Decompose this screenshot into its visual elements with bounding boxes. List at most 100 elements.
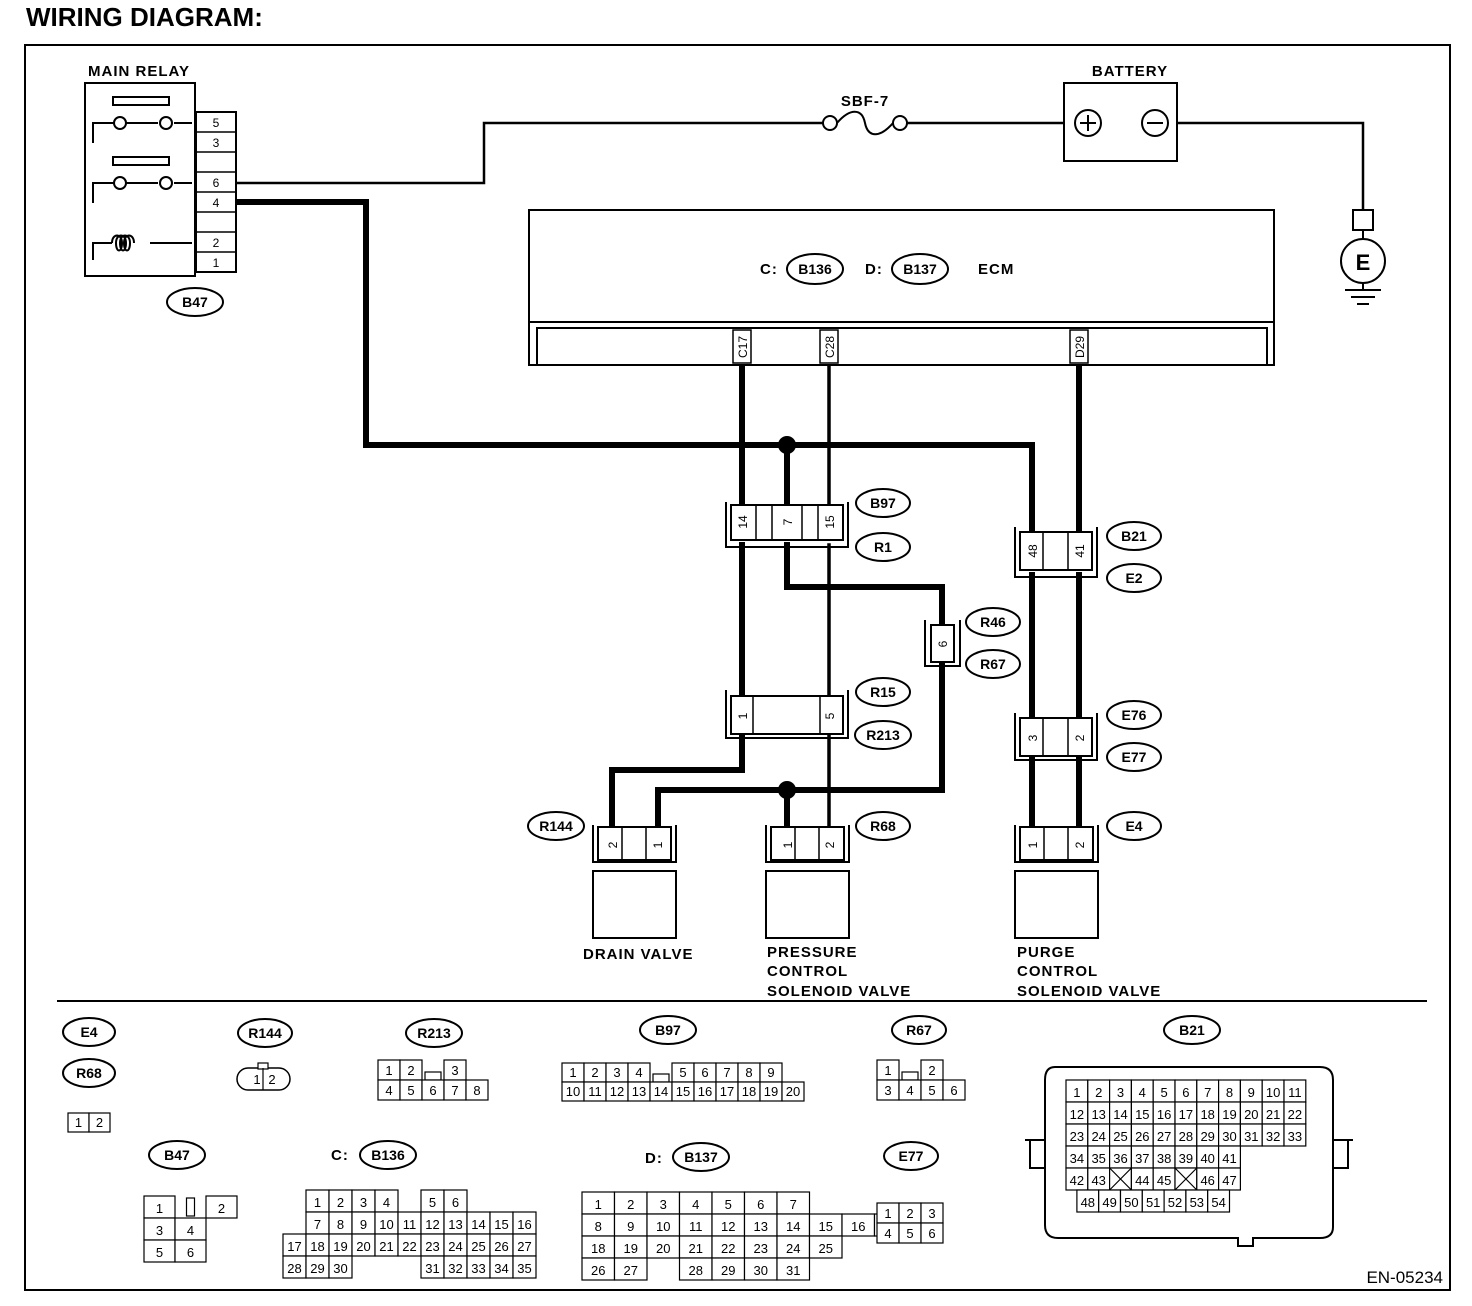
pin-cell-text: 47 xyxy=(1222,1173,1236,1188)
connector-r46-r67: 6 R46 R67 xyxy=(924,607,1021,679)
document-reference: EN-05234 xyxy=(1366,1268,1443,1287)
legend-connector-id: B137 xyxy=(684,1149,718,1165)
wire-r15-1-to-drain-2 xyxy=(609,732,745,833)
ecm-pin-label: D29 xyxy=(1073,336,1087,358)
pin-cell-text: 13 xyxy=(448,1217,462,1232)
drain-valve-body xyxy=(592,870,677,939)
relay-pin-label: 1 xyxy=(213,256,220,270)
connector-id: R144 xyxy=(539,818,573,834)
pin-cell-text: 26 xyxy=(494,1239,508,1254)
pin-cell-text: 29 xyxy=(721,1263,735,1278)
pin-cell-text: 5 xyxy=(906,1226,913,1241)
pin-cell-text: 24 xyxy=(448,1239,462,1254)
legend-connector-id: B136 xyxy=(371,1147,405,1163)
junction-dot-valves xyxy=(778,781,796,799)
pin-cell-text: 27 xyxy=(624,1263,638,1278)
pin-cell-text: 35 xyxy=(1091,1151,1105,1166)
ecm-pin-label: C28 xyxy=(823,336,837,358)
pin-cell-text: 12 xyxy=(425,1217,439,1232)
pin-cell-text: 22 xyxy=(1288,1107,1302,1122)
pin-cell-text: 5 xyxy=(1160,1085,1167,1100)
pin-cell-text: 2 xyxy=(906,1206,913,1221)
junction-dot-bus xyxy=(778,436,796,454)
pin-cell-text: 3 xyxy=(156,1223,163,1238)
pin-cell-text: 21 xyxy=(689,1241,703,1256)
pin-cell-text: 15 xyxy=(1135,1107,1149,1122)
pin-cell-text: 5 xyxy=(429,1195,436,1210)
pin-cell-text: 8 xyxy=(337,1217,344,1232)
pin-cell-text: 2 xyxy=(591,1065,598,1080)
wire-b97-7-to-r46 xyxy=(784,542,945,628)
pin-cell-text: 5 xyxy=(679,1065,686,1080)
wire-relay6-to-fuse xyxy=(235,121,828,185)
main-relay-label: MAIN RELAY xyxy=(88,63,190,80)
ecm-d-prefix: D: xyxy=(865,261,883,278)
pin-cell-text: 31 xyxy=(1244,1129,1258,1144)
pin-cell-text: 30 xyxy=(1222,1129,1236,1144)
connector-pin-label: 2 xyxy=(606,841,620,848)
pin-cell xyxy=(1283,1123,1307,1147)
pin-cell-text: 8 xyxy=(595,1219,602,1234)
battery-label: BATTERY xyxy=(1092,63,1168,80)
pin-cell-text: 1 xyxy=(314,1195,321,1210)
pin-cell-text: 14 xyxy=(786,1219,800,1234)
pin-cell-text: 50 xyxy=(1124,1195,1138,1210)
fuse-icon xyxy=(836,110,894,136)
connector-pin-label: 6 xyxy=(936,640,950,647)
pin-cell-text: 6 xyxy=(701,1065,708,1080)
pressure-valve-body xyxy=(765,870,850,939)
connector-pin-label: 5 xyxy=(823,712,837,719)
pin-cell-text: 17 xyxy=(1179,1107,1193,1122)
connector-id: B137 xyxy=(903,261,937,277)
pin-cell-text: 5 xyxy=(928,1083,935,1098)
pin-cell-text: 6 xyxy=(429,1083,436,1098)
pin-cell xyxy=(328,1255,353,1279)
connector-id: B21 xyxy=(1121,528,1147,544)
pin-cell-text: 2 xyxy=(268,1072,275,1087)
pin-cell-text: 5 xyxy=(156,1245,163,1260)
pin-cell xyxy=(465,1079,489,1101)
pin-cell-text: 11 xyxy=(1288,1085,1302,1100)
pin-cell-text: 1 xyxy=(595,1197,602,1212)
purge-control-valve: 1 2 E4 PURGE CONTROL SOLENOID VALVE xyxy=(1014,811,1162,1000)
pin-cell-text: 52 xyxy=(1168,1195,1182,1210)
pin-cell-text: 38 xyxy=(1157,1151,1171,1166)
legend-connector-id: R144 xyxy=(248,1025,282,1041)
pin-cell-text: 19 xyxy=(624,1241,638,1256)
pin-cell-text: 16 xyxy=(1157,1107,1171,1122)
pin-cell-text: 30 xyxy=(333,1261,347,1276)
pin-cell-text: 26 xyxy=(591,1263,605,1278)
pin-cell-text: 4 xyxy=(635,1065,642,1080)
connector-b21-e2: 48 41 B21 E2 xyxy=(1014,521,1162,593)
pin-cell-text: 8 xyxy=(473,1083,480,1098)
pin-cell-text: 10 xyxy=(656,1219,670,1234)
pin-cell xyxy=(205,1195,238,1219)
relay-pin-label: 5 xyxy=(213,116,220,130)
connector-pin-label: 7 xyxy=(781,518,795,525)
pin-cell-text: 42 xyxy=(1070,1173,1084,1188)
connector-id: R46 xyxy=(980,614,1006,630)
pin-cell-text: 25 xyxy=(1113,1129,1127,1144)
wire-power-to-drain-1 xyxy=(655,787,790,833)
connector-id: R15 xyxy=(870,684,896,700)
pin-cell-text: 20 xyxy=(356,1239,370,1254)
pin-cell-text: 2 xyxy=(407,1063,414,1078)
legend-d-prefix: D: xyxy=(645,1150,663,1167)
pin-cell-text: 15 xyxy=(819,1219,833,1234)
pressure-valve-label: PRESSURE xyxy=(767,944,858,961)
connector-r15-r213: 1 5 R15 R213 xyxy=(725,677,912,750)
pin-cell-text: 2 xyxy=(337,1195,344,1210)
pressure-control-valve: 1 2 R68 PRESSURE CONTROL SOLENOID VALVE xyxy=(765,811,911,1000)
pin-cell-text: 6 xyxy=(757,1197,764,1212)
connector-pin-label: 1 xyxy=(781,841,795,848)
pin-cell-text: 30 xyxy=(754,1263,768,1278)
pin-cell-text: 7 xyxy=(1204,1085,1211,1100)
fuse-sbf7: SBF-7 xyxy=(822,93,908,136)
pin-cell-text: 9 xyxy=(627,1219,634,1234)
connector-b97-r1: 14 7 15 B97 R1 xyxy=(725,488,911,562)
pin-cell-text: 3 xyxy=(613,1065,620,1080)
pin-cell-text: 20 xyxy=(786,1084,800,1099)
pin-cell-text: 22 xyxy=(721,1241,735,1256)
